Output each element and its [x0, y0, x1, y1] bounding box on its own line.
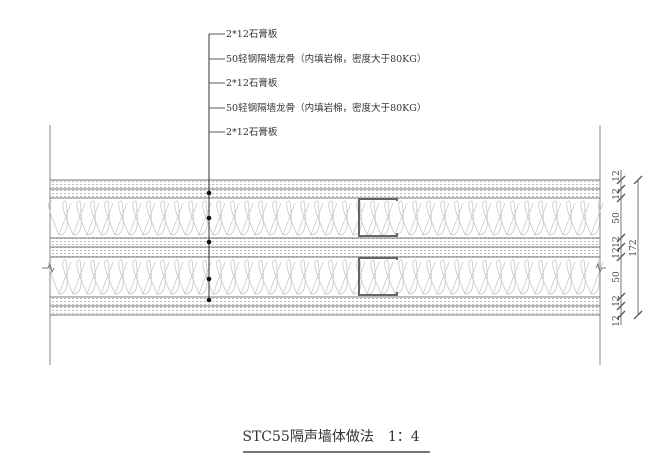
callout-labels: 2*12石膏板 50轻钢隔墙龙骨（内填岩棉，密度大于80KG） 2*12石膏板 …: [209, 28, 426, 138]
layer-lines: [50, 179, 600, 316]
dimension-label: 12: [612, 247, 622, 258]
steel-stud-upper: [358, 198, 398, 237]
callout-label: 50轻钢隔墙龙骨（内填岩棉，密度大于80KG）: [226, 53, 426, 65]
callout-label: 2*12石膏板: [226, 77, 278, 89]
dimension-tick: [616, 193, 626, 203]
dimension-tick: [616, 233, 626, 243]
dimension-labels: 12 12 50 12 12 50 12 12 172: [612, 170, 639, 326]
leader-dots: [206, 190, 212, 303]
break-mark-right: [595, 262, 606, 274]
dimension-label: 12: [612, 236, 622, 247]
dimension-total: 172: [629, 239, 639, 256]
dimension-tick: [633, 310, 643, 320]
dimension-tick: [616, 242, 626, 252]
dimension-tick: [633, 175, 643, 185]
dimension-label: 50: [612, 271, 622, 283]
dimension-tick: [616, 310, 626, 320]
insulation-layer: [48, 200, 604, 236]
dimension-tick: [616, 184, 626, 194]
steel-stud-lower: [358, 257, 398, 296]
dimension-tick: [616, 252, 626, 262]
dimension-tick: [616, 175, 626, 185]
steel-studs: [358, 198, 398, 296]
insulation-layer: [48, 259, 604, 295]
dimension-label: 50: [612, 212, 622, 224]
callout-label: 50轻钢隔墙龙骨（内填岩棉，密度大于80KG）: [226, 102, 426, 114]
dimension-label: 12: [612, 315, 622, 326]
callout-label: 2*12石膏板: [226, 126, 278, 138]
drawing-title: STC55隔声墙体做法 1：4: [242, 429, 419, 445]
break-mark-left: [42, 262, 55, 274]
dimension-lines: [616, 170, 643, 325]
dimension-label: 12: [612, 295, 622, 306]
dimension-tick: [616, 301, 626, 311]
dimension-tick: [616, 292, 626, 302]
dimension-label: 12: [612, 188, 622, 199]
callout-label: 2*12石膏板: [226, 28, 278, 40]
dimension-label: 12: [612, 170, 622, 181]
